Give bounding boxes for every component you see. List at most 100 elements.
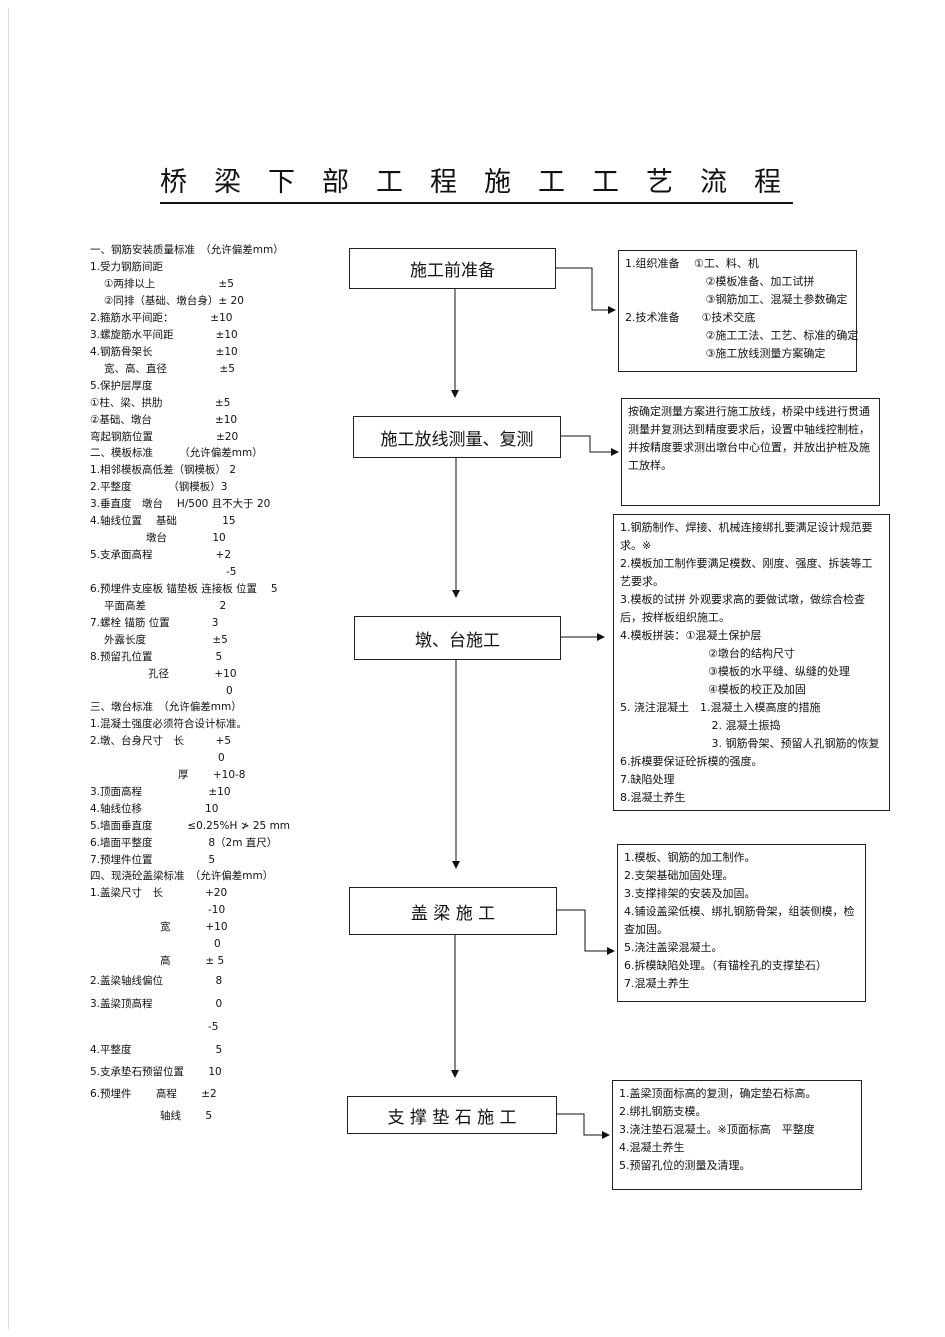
spec-line: 5.支承垫石预留位置 10 bbox=[90, 1066, 222, 1078]
note-line: 1.组织准备 ①工、料、机 bbox=[625, 257, 759, 270]
note-line: ④模板的校正及加固 bbox=[620, 683, 806, 696]
spec-line: ①两排以上 ±5 bbox=[104, 278, 234, 290]
spec-line: 外露长度 ±5 bbox=[104, 634, 228, 646]
spec-line: 平面高差 2 bbox=[104, 600, 227, 612]
note-line: ③施工放线测量方案确定 bbox=[625, 347, 826, 360]
note-line: 3.支撑排架的安装及加固。 bbox=[624, 887, 756, 900]
note-line: ③钢筋加工、混凝土参数确定 bbox=[625, 293, 848, 306]
spec-line: 5.保护层厚度 bbox=[90, 380, 153, 392]
spec-line: -10 bbox=[208, 904, 226, 916]
page-border bbox=[8, 8, 938, 1329]
spec-line: 孔径 +10 bbox=[148, 668, 237, 680]
spec-line: 0 bbox=[214, 938, 221, 950]
side-arrow bbox=[555, 1113, 610, 1139]
note-line: 按确定测量方案进行施工放线，桥梁中线进行贯通测量并复测达到精度要求后，设置中轴线… bbox=[628, 405, 870, 472]
spec-line: 6.预埋件支座板 锚垫板 连接板 位置 5 bbox=[90, 583, 278, 595]
spec-line: 4.平整度 5 bbox=[90, 1044, 223, 1056]
note-line: 2.支架基础加固处理。 bbox=[624, 869, 734, 882]
note-line: 7.缺陷处理 bbox=[620, 773, 675, 786]
title-underline bbox=[160, 202, 793, 204]
spec-line: 1.盖梁尺寸 长 +20 bbox=[90, 887, 228, 899]
spec-line: 4.轴线位置 基础 15 bbox=[90, 515, 236, 527]
note-line: 4.混凝土养生 bbox=[619, 1141, 685, 1154]
spec-line: 2.盖梁轴线偏位 8 bbox=[90, 975, 223, 987]
spec-line: 2.箍筋水平间距： ±10 bbox=[90, 312, 233, 324]
spec-line: 宽 +10 bbox=[160, 921, 228, 933]
note-line: 5.预留孔位的测量及清理。 bbox=[619, 1159, 751, 1172]
page-title: 桥梁下部工程施工工艺流程 bbox=[160, 167, 808, 198]
spec-line: 3.垂直度 墩台 H/500 且不大于 20 bbox=[90, 498, 271, 510]
spec-line: 5.墙面垂直度 ≤0.25%H ≯ 25 mm bbox=[90, 820, 291, 832]
flow-step-box: 施工放线测量、复测 bbox=[353, 416, 561, 458]
note-line: ③模板的水平缝、纵缝的处理 bbox=[620, 665, 850, 678]
spec-line: 6.墙面平整度 8（2m 直尺） bbox=[90, 837, 278, 849]
note-line: 2.模板加工制作要满足模数、刚度、强度、拆装等工艺要求。 bbox=[620, 557, 873, 588]
spec-line: ②基础、墩台 ±10 bbox=[90, 414, 238, 426]
note-line: ②模板准备、加工试拼 bbox=[625, 275, 815, 288]
spec-line: 高 ± 5 bbox=[160, 955, 225, 967]
spec-line: 7.预埋件位置 5 bbox=[90, 854, 216, 866]
spec-line: 厚 +10-8 bbox=[178, 769, 246, 781]
spec-line: 1.相邻模板高低差（钢模板） 2 bbox=[90, 464, 237, 476]
spec-line: 3.顶面高程 ±10 bbox=[90, 786, 231, 798]
step-detail-note: 1.盖梁顶面标高的复测，确定垫石标高。 2.绑扎钢筋支模。 3.浇注垫石混凝土。※顶… bbox=[612, 1080, 862, 1190]
note-line: 2.绑扎钢筋支模。 bbox=[619, 1105, 707, 1118]
spec-line: 1.混凝土强度必须符合设计标准。 bbox=[90, 718, 248, 730]
spec-line: ②同排（基础、墩台身）± 20 bbox=[104, 295, 244, 307]
spec-line: 0 bbox=[226, 685, 233, 697]
note-line: 4.铺设盖梁低模、绑扎钢筋骨架，组装侧模，检查加固。 bbox=[624, 905, 855, 936]
flow-step-box: 墩、台施工 bbox=[354, 616, 561, 660]
note-line: 4.模板拼装：①混凝土保护层 bbox=[620, 629, 762, 642]
note-line: 1.模板、钢筋的加工制作。 bbox=[624, 851, 756, 864]
spec-line: 墩台 10 bbox=[146, 532, 226, 544]
spec-line: 1.受力钢筋间距 bbox=[90, 261, 164, 273]
spec-line: 二、模板标准 （允许偏差mm） bbox=[90, 447, 263, 459]
spec-line: -5 bbox=[226, 566, 237, 578]
spec-line: 轴线 5 bbox=[160, 1110, 213, 1122]
flow-step-box: 施工前准备 bbox=[349, 248, 556, 289]
note-line: 5.浇注盖梁混凝土。 bbox=[624, 941, 723, 954]
note-line: ②施工工法、工艺、标准的确定 bbox=[625, 329, 859, 342]
spec-line: 三、墩台标准 （允许偏差mm） bbox=[90, 701, 242, 713]
note-line: 8.混凝土养生 bbox=[620, 791, 686, 804]
spec-line: 4.轴线位移 10 bbox=[90, 803, 219, 815]
note-line: 2.技术准备 ①技术交底 bbox=[625, 311, 756, 324]
note-line: 3. 钢筋骨架、预留人孔钢筋的恢复 bbox=[620, 737, 880, 750]
spec-line: 弯起钢筋位置 ±20 bbox=[90, 431, 239, 443]
side-arrow bbox=[554, 267, 616, 314]
note-line: ②墩台的结构尺寸 bbox=[620, 647, 795, 660]
spec-line: 宽、高、直径 ±5 bbox=[104, 363, 235, 375]
note-line: 1.钢筋制作、焊接、机械连接绑扎要满足设计规范要求。※ bbox=[620, 521, 873, 552]
step-detail-note: 1.模板、钢筋的加工制作。 2.支架基础加固处理。 3.支撑排架的安装及加固。 4.铺… bbox=[617, 844, 866, 1002]
note-line: 5. 浇注混凝土 1.混凝土入模高度的措施 bbox=[620, 701, 821, 714]
step-detail-note: 1.钢筋制作、焊接、机械连接绑扎要满足设计规范要求。※ 2.模板加工制作要满足模数… bbox=[613, 514, 890, 811]
note-line: 7.混凝土养生 bbox=[624, 977, 690, 990]
spec-line: 2.平整度 （钢模板）3 bbox=[90, 481, 228, 493]
spec-line: 5.支承面高程 +2 bbox=[90, 549, 231, 561]
note-line: 6.拆模要保证砼拆模的强度。 bbox=[620, 755, 763, 768]
side-arrow bbox=[559, 435, 619, 456]
note-line: 2. 混凝土振捣 bbox=[620, 719, 781, 732]
spec-line: 0 bbox=[218, 752, 225, 764]
note-line: 6.拆模缺陷处理。（有锚栓孔的支撑垫石） bbox=[624, 959, 827, 972]
spec-line: 7.螺栓 锚筋 位置 3 bbox=[90, 617, 219, 629]
spec-line: 6.预埋件 高程 ±2 bbox=[90, 1088, 217, 1100]
side-arrow bbox=[555, 909, 615, 955]
flow-step-box: 支 撑 垫 石 施 工 bbox=[347, 1096, 557, 1134]
spec-line: 3.盖梁顶高程 0 bbox=[90, 998, 223, 1010]
spec-line: 8.预留孔位置 5 bbox=[90, 651, 223, 663]
note-line: 1.盖梁顶面标高的复测，确定垫石标高。 bbox=[619, 1087, 817, 1100]
flow-step-box: 盖 梁 施 工 bbox=[349, 887, 557, 935]
step-detail-note: 1.组织准备 ①工、料、机 ②模板准备、加工试拼 ③钢筋加工、混凝土参数确定 2.… bbox=[618, 250, 859, 372]
spec-line: 3.螺旋筋水平间距 ±10 bbox=[90, 329, 238, 341]
spec-line: -5 bbox=[208, 1021, 219, 1033]
spec-line: 4.钢筋骨架长 ±10 bbox=[90, 346, 238, 358]
spec-line: ①柱、梁、拱肋 ±5 bbox=[90, 397, 231, 409]
note-line: 3.浇注垫石混凝土。※顶面标高 平整度 bbox=[619, 1123, 815, 1136]
note-line: 3.模板的试拼 外观要求高的要做试墩，做综合检查后，按样板组织施工。 bbox=[620, 593, 865, 624]
spec-line: 2.墩、台身尺寸 长 +5 bbox=[90, 735, 231, 747]
step-detail-note: 按确定测量方案进行施工放线，桥梁中线进行贯通测量并复测达到精度要求后，设置中轴线… bbox=[621, 398, 880, 506]
spec-line: 四、现浇砼盖梁标准 （允许偏差mm） bbox=[90, 870, 274, 882]
spec-line: 一、钢筋安装质量标准 （允许偏差mm） bbox=[90, 244, 284, 256]
